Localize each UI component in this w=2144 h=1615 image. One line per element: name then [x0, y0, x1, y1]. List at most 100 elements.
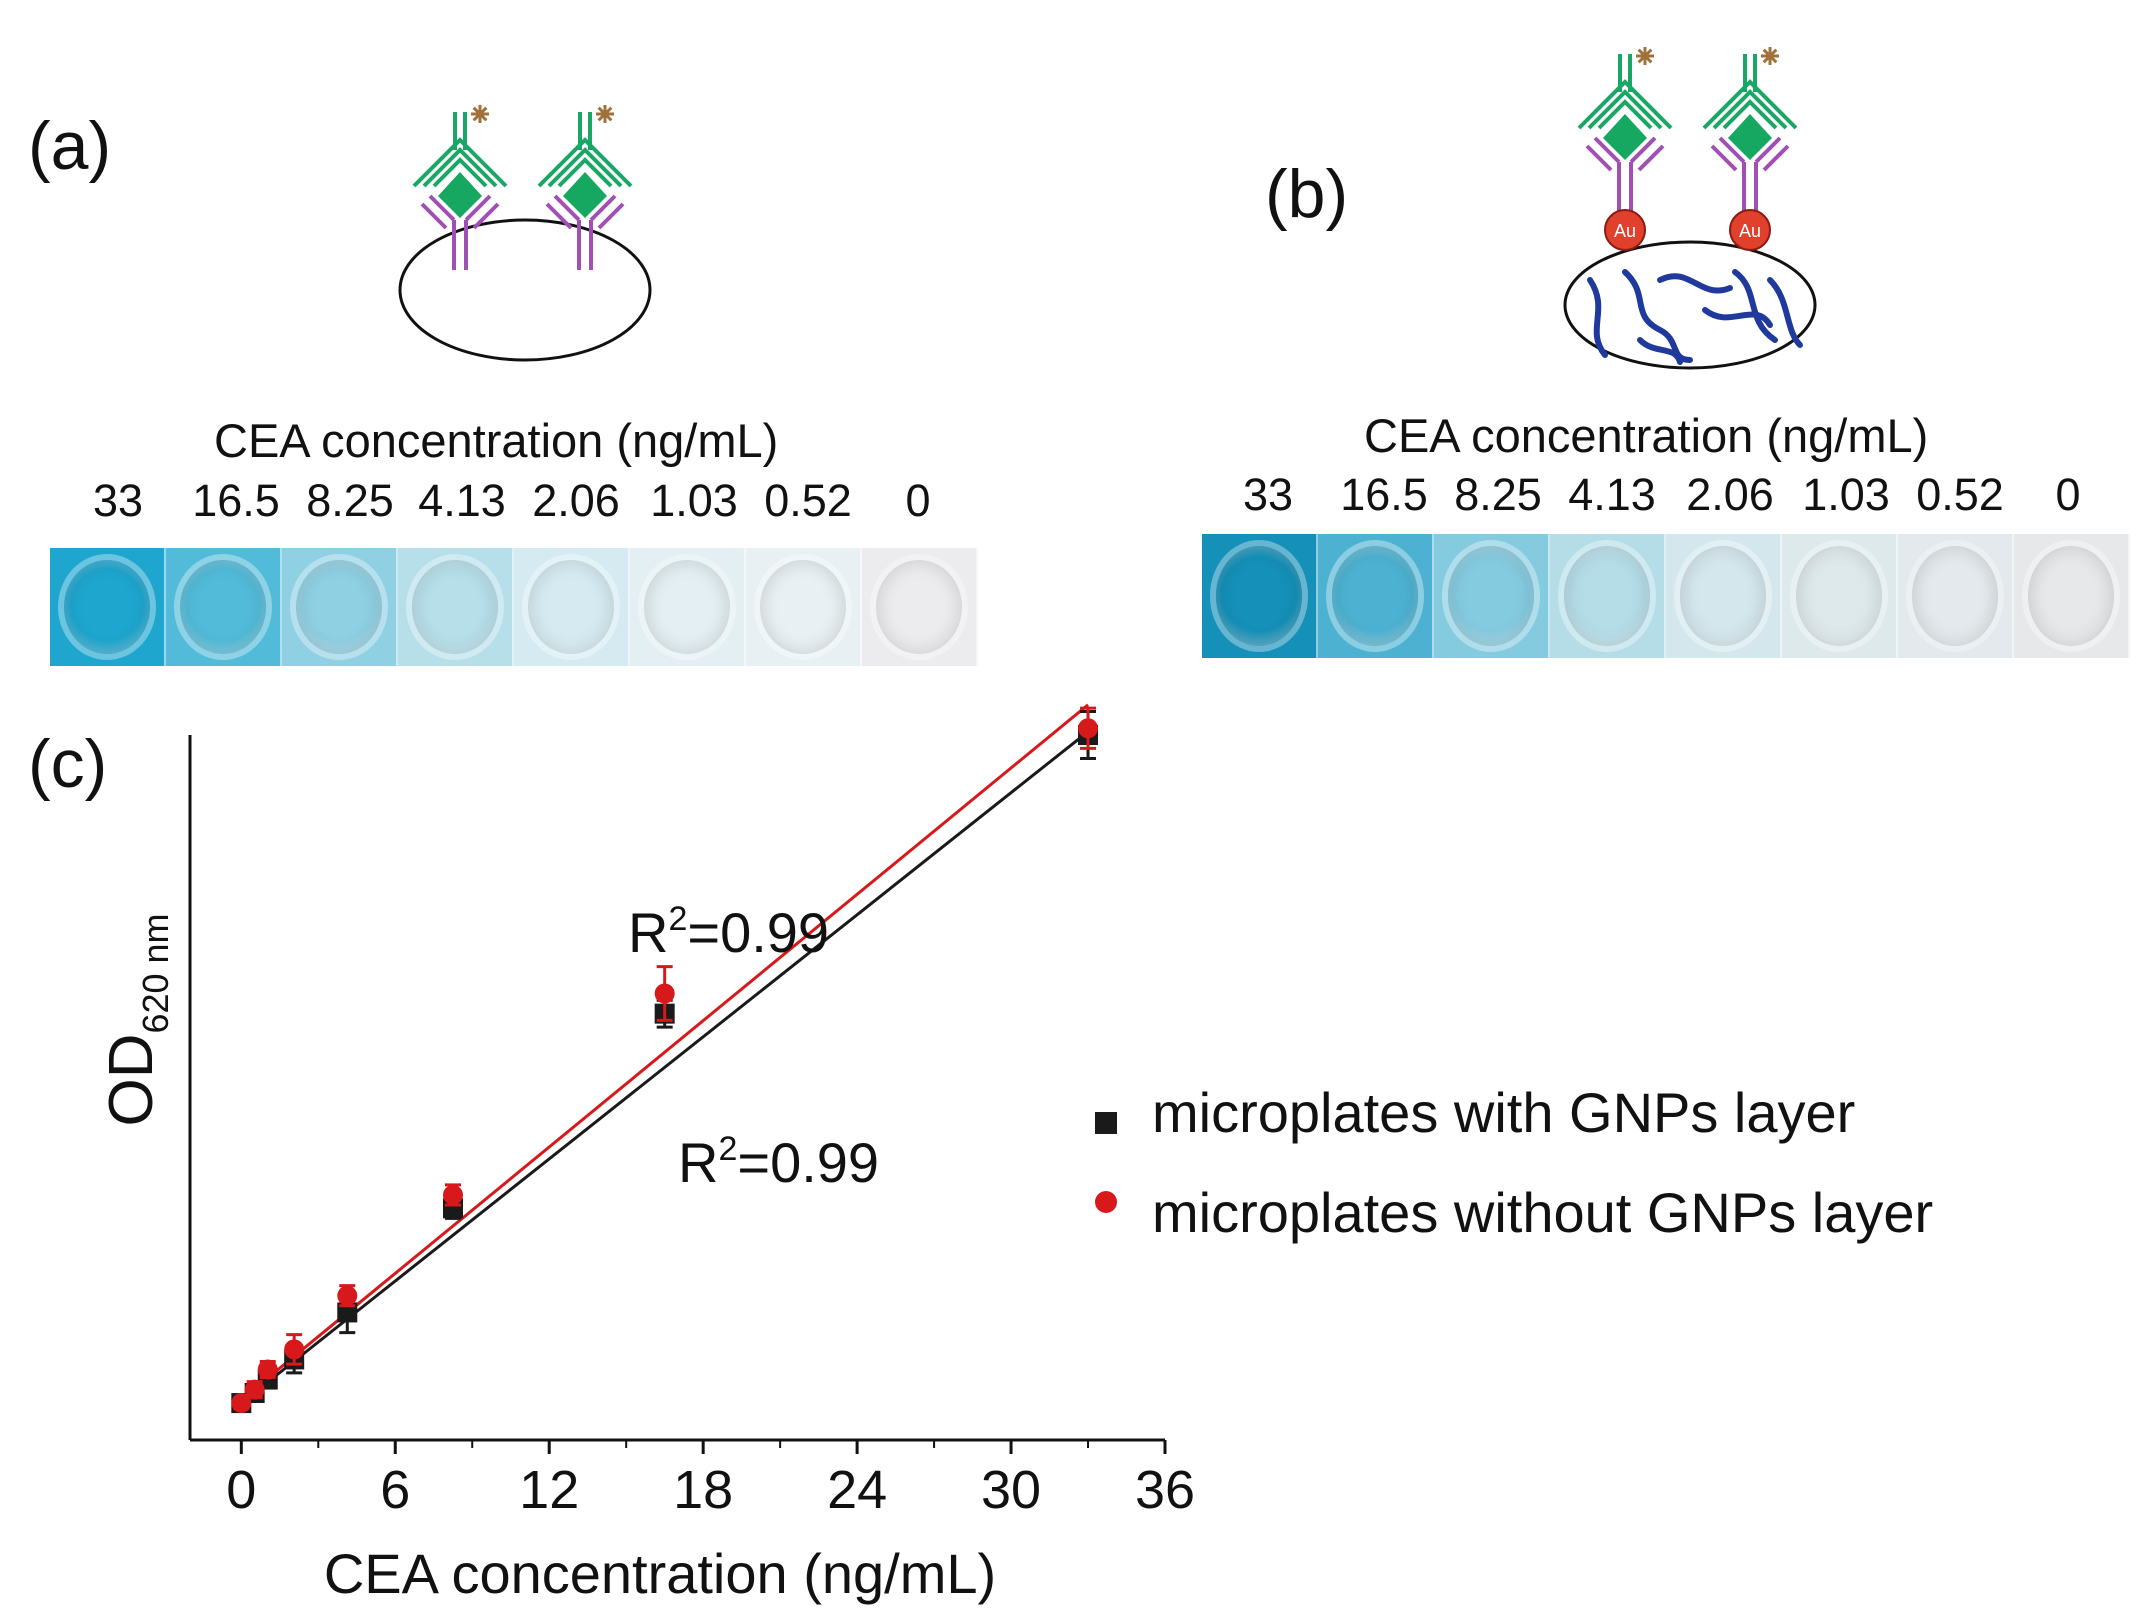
x-tick-label-3: 18 [673, 1460, 733, 1520]
panel-a-concentration-6: 0.52 [764, 475, 852, 526]
x-tick-label-1: 6 [380, 1460, 410, 1520]
panel-a-well-7 [862, 548, 978, 666]
antibody-sandwich-a2 [537, 105, 633, 270]
chart-points [231, 706, 1099, 1414]
panel-c-label: (c) [28, 726, 108, 802]
panel-a-well-2 [282, 548, 398, 666]
fit-line-0 [240, 730, 1089, 1405]
panel-b-well-7 [2014, 534, 2130, 658]
x-tick-label-6: 36 [1135, 1460, 1195, 1520]
panel-b-well-4 [1666, 534, 1782, 658]
panel-b-well-ring-1 [1331, 546, 1419, 646]
panel-a-well-6 [746, 548, 862, 666]
panel-b-well-ring-0 [1215, 546, 1303, 646]
data-point-1-6 [654, 983, 675, 1004]
panel-b-well-6 [1898, 534, 2014, 658]
panel-a-well-1 [166, 548, 282, 666]
panel-b-well-ring-7 [2027, 546, 2115, 646]
panel-b-well-ring-6 [1911, 546, 1999, 646]
panel-b-concentration-title: CEA concentration (ng/mL) [1364, 409, 1929, 462]
data-point-1-4 [337, 1285, 358, 1306]
panel-a-concentration-1: 16.5 [192, 475, 280, 526]
panel-a-well-ring-6 [759, 559, 847, 655]
x-tick-label-0: 0 [226, 1460, 256, 1520]
panel-a-well-ring-5 [643, 559, 731, 655]
fit-label-red: R2=0.99 [628, 900, 829, 964]
data-point-1-7 [1078, 718, 1099, 739]
panel-b-well-strip [1202, 534, 2130, 658]
panel-b-well-ring-5 [1795, 546, 1883, 646]
panel-b-concentration-6: 0.52 [1916, 469, 2004, 520]
y-axis-label-sub: 620 nm [135, 913, 176, 1033]
polymer-chain-2 [1657, 273, 1733, 294]
data-point-1-0 [231, 1393, 252, 1414]
panel-b-well-3 [1550, 534, 1666, 658]
microplate-well-ellipse [398, 218, 652, 362]
fit-line-1 [240, 703, 1089, 1401]
data-point-1-1 [244, 1379, 265, 1400]
panel-a-well-ring-4 [527, 559, 615, 655]
polymer-chain-6 [1637, 337, 1683, 365]
panel-b-concentration-5: 1.03 [1802, 469, 1890, 520]
panel-a-well-4 [514, 548, 630, 666]
data-point-1-3 [284, 1339, 305, 1360]
panel-b-concentration-3: 4.13 [1568, 469, 1656, 520]
panel-b-well-0 [1202, 534, 1318, 658]
polymer-chain-5 [1767, 277, 1803, 348]
panel-a-concentration-4: 2.06 [532, 475, 620, 526]
panel-b-schematic: Au Au [1563, 47, 1817, 370]
chart-legend: microplates with GNPs layer microplates … [1095, 1081, 1933, 1244]
polymer-chain-0 [1587, 277, 1608, 358]
x-tick-label-5: 30 [981, 1460, 1041, 1520]
panel-a-well-0 [50, 548, 166, 666]
panel-b-well-2 [1434, 534, 1550, 658]
y-axis-label: OD620 nm [97, 913, 176, 1126]
antibody-sandwich-b1: Au [1577, 47, 1673, 251]
panel-a-well-strip [50, 548, 978, 666]
svg-text:OD620 nm: OD620 nm [97, 913, 176, 1126]
polymer-chain-3 [1702, 307, 1773, 328]
antibody-sandwich-a1 [412, 105, 508, 270]
panel-a-well-ring-1 [179, 559, 267, 655]
panel-b-concentration-1: 16.5 [1340, 469, 1428, 520]
panel-a-well-ring-3 [411, 559, 499, 655]
chart-axes: 0 6 12 18 24 30 36 [188, 735, 1195, 1520]
panel-b-label: (b) [1265, 156, 1349, 232]
panel-a-concentration-title: CEA concentration (ng/mL) [214, 414, 779, 467]
data-point-1-2 [257, 1359, 278, 1380]
y-axis-label-main: OD [97, 1034, 166, 1127]
polymer-chains [1587, 269, 1803, 365]
gold-nanoparticle-label: Au [1614, 221, 1636, 241]
panel-a-label: (a) [28, 108, 112, 184]
legend-label-with-gnps: microplates with GNPs layer [1152, 1081, 1855, 1144]
panel-b-well-ring-2 [1447, 546, 1535, 646]
antibody-sandwich-b2: Au [1702, 47, 1798, 251]
panel-a-concentration-2: 8.25 [306, 475, 394, 526]
legend-marker-circle [1095, 1191, 1117, 1213]
x-tick-label-2: 12 [519, 1460, 579, 1520]
fit-label-black: R2=0.99 [678, 1130, 879, 1194]
panel-b-well-1 [1318, 534, 1434, 658]
panel-b-well-ring-3 [1563, 546, 1651, 646]
panel-b-concentration-4: 2.06 [1686, 469, 1774, 520]
legend-label-without-gnps: microplates without GNPs layer [1152, 1181, 1933, 1244]
x-axis-label: CEA concentration (ng/mL) [324, 1542, 996, 1605]
panel-a-concentration-3: 4.13 [418, 475, 506, 526]
panel-b-concentration-7: 0 [2055, 469, 2081, 520]
panel-a-well-ring-2 [295, 559, 383, 655]
data-point-1-5 [442, 1184, 463, 1205]
panel-b-well-5 [1782, 534, 1898, 658]
panel-a-concentration-5: 1.03 [650, 475, 738, 526]
panel-a-well-ring-0 [63, 559, 151, 655]
x-tick-label-4: 24 [827, 1460, 887, 1520]
panel-b-concentration-0: 33 [1242, 469, 1294, 520]
panel-a-concentration-0: 33 [92, 475, 144, 526]
panel-a-well-3 [398, 548, 514, 666]
panel-a-well-ring-7 [875, 559, 963, 655]
panel-a-concentration-7: 0 [905, 475, 931, 526]
legend-marker-square [1095, 1112, 1117, 1134]
panel-a-well-5 [630, 548, 746, 666]
polymer-chain-4 [1732, 269, 1778, 343]
panel-a-schematic [398, 105, 652, 362]
